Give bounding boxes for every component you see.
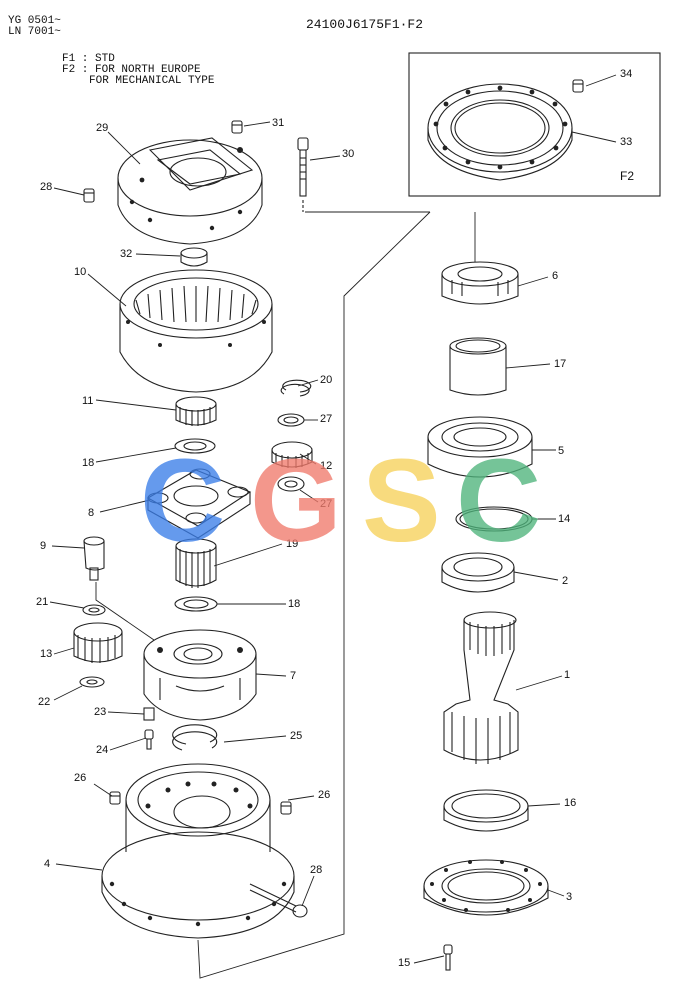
watermark-letter-c-blue: C	[140, 435, 226, 567]
part-23-pin	[143, 707, 155, 721]
callout-31: 31	[272, 117, 285, 129]
note-f2-line-2: FOR MECHANICAL TYPE	[89, 75, 215, 87]
watermark-letter-s: S	[362, 435, 441, 567]
callout-19: 19	[286, 538, 299, 550]
callout-9: 9	[40, 540, 47, 552]
part-13-gear	[73, 622, 123, 663]
part-12-gear	[271, 441, 313, 468]
inset-label-f2: F2	[620, 169, 635, 183]
part-26-plug-right	[280, 801, 292, 815]
callout-14: 14	[558, 513, 571, 525]
part-2-seal	[441, 552, 515, 593]
callout-18-b: 18	[288, 598, 301, 610]
part-15-bolt	[443, 944, 453, 971]
part-31-plug	[231, 120, 243, 134]
inset-frame	[408, 52, 661, 197]
part-27-washer-a	[277, 413, 305, 427]
watermark-letter-c-green: C	[456, 435, 542, 567]
part-6-bearing	[441, 261, 519, 305]
part-18-washer-upper	[174, 438, 216, 454]
part-30-bolt	[297, 137, 309, 212]
note-f2-line-1: F2 : FOR NORTH EUROPE	[62, 64, 201, 76]
note-f1: F1 : STD	[62, 53, 115, 65]
callout-7: 7	[290, 670, 297, 682]
callout-30: 30	[342, 148, 355, 160]
callout-22: 22	[38, 696, 51, 708]
part-11-sun-gear	[175, 396, 217, 426]
part-code-title: 24100J6175F1·F2	[306, 17, 424, 32]
part-19-planet-gear	[175, 538, 217, 588]
callout-11: 11	[82, 395, 94, 407]
callout-23: 23	[94, 706, 107, 718]
callout-3: 3	[566, 891, 573, 903]
part-18-washer-lower	[174, 596, 218, 612]
callout-15: 15	[398, 957, 411, 969]
model-range-line-1: YG 0501~	[8, 15, 61, 27]
part-16-seal	[443, 789, 529, 832]
part-25-snap-ring	[172, 724, 218, 751]
callout-28-bottom: 28	[310, 864, 323, 876]
part-10-ring-gear	[119, 269, 273, 393]
part-7-carrier	[143, 629, 257, 721]
callout-6: 6	[552, 270, 559, 282]
callout-1: 1	[564, 669, 571, 681]
part-22-washer	[79, 676, 105, 688]
part-17-sleeve	[449, 337, 507, 396]
callout-10: 10	[74, 266, 87, 278]
callout-27-b: 27	[320, 498, 333, 510]
part-29-cover	[117, 137, 263, 245]
callout-2: 2	[562, 575, 569, 587]
part-8-carrier	[146, 468, 252, 539]
assembly-lines	[95, 211, 476, 979]
callout-17: 17	[554, 358, 567, 370]
callout-25: 25	[290, 730, 303, 742]
part-3-flange	[423, 859, 549, 916]
part-1-pinion-shaft	[443, 611, 519, 764]
callout-12: 12	[320, 460, 333, 472]
callout-26-left: 26	[74, 772, 87, 784]
callout-4: 4	[44, 858, 51, 870]
part-28-plug	[83, 188, 95, 203]
part-24-bolt	[144, 729, 154, 750]
callout-18-a: 18	[82, 457, 95, 469]
callout-13: 13	[40, 648, 53, 660]
callout-34: 34	[620, 68, 633, 80]
part-34-plug	[572, 79, 584, 93]
watermark-letter-g: G	[250, 435, 342, 567]
callout-24: 24	[96, 744, 109, 756]
part-32-bushing	[180, 247, 208, 267]
part-20-snap-ring	[280, 379, 312, 397]
callout-20: 20	[320, 374, 333, 386]
leader-lines	[49, 74, 617, 964]
callout-27-a: 27	[320, 413, 333, 425]
part-33-ring-plate	[427, 83, 573, 181]
callout-16: 16	[564, 797, 577, 809]
part-9-shaft	[83, 536, 105, 581]
part-21-washer	[82, 604, 106, 616]
callout-28-top: 28	[40, 181, 53, 193]
model-range-line-2: LN 7001~	[8, 26, 61, 38]
callout-8: 8	[88, 507, 95, 519]
callout-33: 33	[620, 136, 633, 148]
callout-5: 5	[558, 445, 565, 457]
part-28-fitting	[249, 883, 308, 918]
part-26-plug-left	[109, 791, 121, 805]
part-4-housing	[101, 763, 295, 939]
callout-29: 29	[96, 122, 109, 134]
callout-21: 21	[36, 596, 49, 608]
callout-26-right: 26	[318, 789, 331, 801]
callout-32: 32	[120, 248, 133, 260]
part-5-bearing	[427, 416, 533, 478]
part-27-washer-b	[277, 476, 305, 492]
